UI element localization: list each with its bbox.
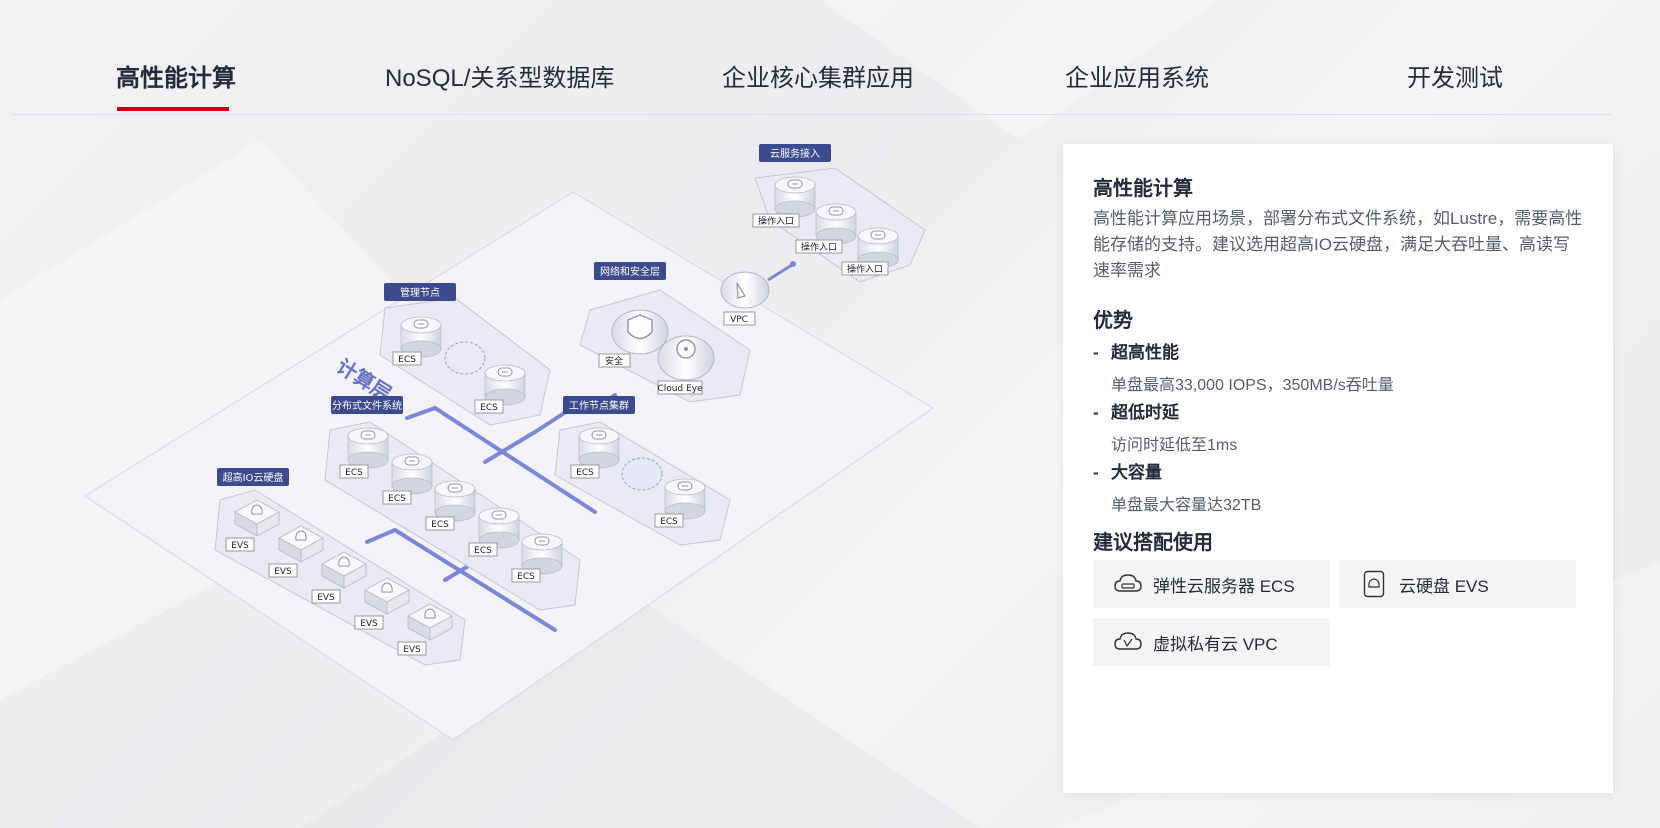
disk-icon <box>1359 569 1389 599</box>
ecs-label-dfs-4: ECS <box>474 546 492 556</box>
product-name: 云硬盘 EVS <box>1399 576 1489 596</box>
entry-label-1: 操作入口 <box>758 215 794 227</box>
advantage-name: 大容量 <box>1111 463 1162 482</box>
cloud-access-group: 云服务接入 操作入口 操作入口 操作入口 <box>752 144 926 283</box>
network-security-group: 网络和安全层 安全 Cloud Eye <box>579 262 751 403</box>
product-name: 虚拟私有云 VPC <box>1153 634 1278 654</box>
cloud-access-label: 云服务接入 <box>770 147 820 160</box>
dash-icon: - <box>1093 343 1099 362</box>
ecs-label-dfs-5: ECS <box>517 572 535 582</box>
entry-label-3: 操作入口 <box>847 263 883 275</box>
advantage-desc: 单盘最高33,000 IOPS，350MB/s吞吐量 <box>1111 377 1394 394</box>
product-name: 弹性云服务器 ECS <box>1153 576 1295 596</box>
evs-label-2: EVS <box>274 567 292 577</box>
dash-icon: - <box>1093 403 1099 422</box>
advantages-title: 优势 <box>1093 310 1133 332</box>
worker-cluster-label: 工作节点集群 <box>569 399 629 412</box>
scenario-info-card: 高性能计算 高性能计算应用场景，部署分布式文件系统，如Lustre，需要高性能存… <box>1063 144 1613 793</box>
advantage-name: 超高性能 <box>1111 343 1179 362</box>
ecs-label-worker-1: ECS <box>576 468 594 478</box>
vpc-label: VPC <box>730 315 748 325</box>
evs-label-3: EVS <box>317 593 335 603</box>
advantage-name: 超低时延 <box>1111 403 1179 422</box>
advantage-item: -大容量 单盘最大容量达32TB <box>1093 458 1593 515</box>
tab-dev-test[interactable]: 开发测试 <box>1407 65 1503 92</box>
architecture-svg: 计算层 云服务接入 操作入口 操作入口 操作入口 VPC <box>83 144 935 741</box>
dfs-label: 分布式文件系统 <box>332 399 402 412</box>
entry-label-2: 操作入口 <box>801 241 837 253</box>
card-title: 高性能计算 <box>1093 178 1193 200</box>
product-ecs[interactable]: 弹性云服务器 ECS <box>1093 560 1330 608</box>
ecs-label-dfs-2: ECS <box>388 494 406 504</box>
management-group: 管理节点 ECS ECS <box>379 283 551 426</box>
management-label: 管理节点 <box>400 286 440 299</box>
tab-enterprise-apps[interactable]: 企业应用系统 <box>1065 65 1209 92</box>
tab-nosql-rdb[interactable]: NoSQL/关系型数据库 <box>385 65 615 92</box>
security-label: 安全 <box>605 355 623 367</box>
card-description: 高性能计算应用场景，部署分布式文件系统，如Lustre，需要高性能存储的支持。建… <box>1093 209 1583 280</box>
tab-hpc[interactable]: 高性能计算 <box>116 65 236 92</box>
ultra-io-label: 超高IO云硬盘 <box>223 471 284 484</box>
ecs-label-dfs-3: ECS <box>431 520 449 530</box>
evs-label-4: EVS <box>360 619 378 629</box>
dfs-group: 分布式文件系统 ECS ECS ECS ECS ECS <box>324 396 581 611</box>
advantage-desc: 访问时延低至1ms <box>1111 437 1238 454</box>
ecs-label-worker-2: ECS <box>660 517 678 527</box>
ultra-io-group: 超高IO云硬盘 EVS EVS EVS EVS EVS <box>214 468 466 666</box>
cloud-eye-label: Cloud Eye <box>657 384 703 394</box>
recommend-title: 建议搭配使用 <box>1093 532 1213 554</box>
evs-label-1: EVS <box>231 541 249 551</box>
product-vpc[interactable]: 虚拟私有云 VPC <box>1093 618 1330 666</box>
vpc-cloud-icon <box>1113 627 1143 657</box>
vpc-node: VPC <box>720 261 796 326</box>
dash-icon: - <box>1093 463 1099 482</box>
ecs-label-mgmt-1: ECS <box>398 355 416 365</box>
worker-cluster-group: 工作节点集群 ECS ECS <box>554 396 731 546</box>
advantage-desc: 单盘最大容量达32TB <box>1111 497 1262 514</box>
product-evs[interactable]: 云硬盘 EVS <box>1339 560 1576 608</box>
advantage-item: -超高性能 单盘最高33,000 IOPS，350MB/s吞吐量 <box>1093 338 1593 395</box>
scenario-tabs: 高性能计算 NoSQL/关系型数据库 企业核心集群应用 企业应用系统 开发测试 <box>12 0 1612 115</box>
ecs-label-mgmt-2: ECS <box>480 403 498 413</box>
tab-enterprise-core-cluster[interactable]: 企业核心集群应用 <box>722 65 914 92</box>
evs-label-5: EVS <box>403 645 421 655</box>
ecs-label-dfs-1: ECS <box>345 468 363 478</box>
server-cloud-icon <box>1113 569 1143 599</box>
architecture-diagram: 计算层 云服务接入 操作入口 操作入口 操作入口 VPC <box>80 140 1020 800</box>
advantage-item: -超低时延 访问时延低至1ms <box>1093 398 1593 455</box>
network-security-label: 网络和安全层 <box>600 265 660 278</box>
active-tab-indicator <box>117 107 229 111</box>
